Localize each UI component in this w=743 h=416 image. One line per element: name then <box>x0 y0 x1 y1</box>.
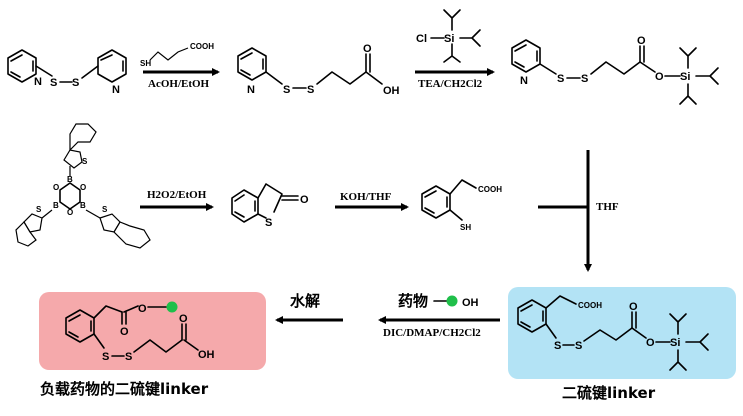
atom-n: N <box>247 84 255 96</box>
dipyridyl-disulfide-structure: N S S N <box>7 49 127 96</box>
drug-loaded-linker-structure: O O S S O OH <box>65 301 215 363</box>
atom-o: O <box>655 71 664 83</box>
pyridyl-disulfide-propanoic-acid-structure: N S S O OH <box>237 43 400 97</box>
atom-s: S <box>581 73 588 85</box>
reagent-cl: Cl <box>416 33 427 45</box>
atom-o: O <box>646 337 655 349</box>
reagent-sh: SH <box>140 59 151 68</box>
loaded-linker-caption: 负载药物的二硫键linker <box>40 380 209 398</box>
atom-o: O <box>629 301 638 313</box>
atom-o: O <box>67 208 73 217</box>
atom-b: B <box>67 175 73 184</box>
atom-sh: SH <box>460 223 471 232</box>
atom-o: O <box>300 194 309 206</box>
atom-oh: OH <box>198 349 215 361</box>
atom-b: B <box>80 201 86 210</box>
reaction-arrow-2: Cl Si TEA/CH2Cl2 <box>415 9 495 90</box>
atom-o: O <box>363 43 372 55</box>
condition-acoh-etoh: AcOH/EtOH <box>148 78 210 90</box>
atom-o: O <box>138 303 147 315</box>
reagent-drug-label: 药物 <box>398 292 428 310</box>
atom-s: S <box>36 205 42 214</box>
atom-s: S <box>265 217 272 229</box>
atom-n: N <box>520 75 528 87</box>
reagent-oh: OH <box>462 297 479 309</box>
atom-s: S <box>50 77 57 89</box>
drug-dot-icon <box>166 301 178 313</box>
atom-si: Si <box>680 71 690 83</box>
atom-s: S <box>102 351 109 363</box>
atom-s: S <box>307 84 314 96</box>
atom-s: S <box>557 73 564 85</box>
mercaptophenylacetic-acid-structure: COOH SH <box>421 179 502 232</box>
atom-o: O <box>80 183 86 192</box>
condition-koh-thf: KOH/THF <box>340 191 392 203</box>
loaded-linker-highlight-box <box>39 292 266 370</box>
reagent-si: Si <box>444 33 454 45</box>
reaction-arrow-4: KOH/THF <box>335 191 409 211</box>
atom-o: O <box>53 183 59 192</box>
atom-cooh: COOH <box>478 185 502 194</box>
atom-b: B <box>53 201 59 210</box>
reaction-arrow-1: SH COOH AcOH/EtOH <box>140 42 220 90</box>
atom-s: S <box>283 84 290 96</box>
atom-o: O <box>637 35 646 47</box>
atom-s: S <box>72 77 79 89</box>
benzothienyl-boroxine-structure: B O B O B O S S S <box>15 123 151 249</box>
atom-s: S <box>82 157 88 166</box>
atom-s: S <box>554 340 561 352</box>
atom-s: S <box>575 340 582 352</box>
condition-thf: THF <box>596 201 619 213</box>
atom-s: S <box>125 351 132 363</box>
reaction-arrow-3: H2O2/EtOH <box>140 189 214 211</box>
hydrolysis-label: 水解 <box>290 292 320 310</box>
linker-highlight-box <box>508 287 736 379</box>
disulfide-linker-structure: COOH S S O O Si <box>517 295 709 371</box>
atom-cooh: COOH <box>578 301 602 310</box>
atom-o: O <box>179 313 188 325</box>
atom-o: O <box>120 326 129 338</box>
reaction-arrow-6: 药物 OH DIC/DMAP/CH2Cl2 <box>378 292 500 339</box>
atom-si: Si <box>670 337 680 349</box>
atom-oh: OH <box>383 85 400 97</box>
reaction-arrow-7: 水解 <box>275 292 343 324</box>
drug-dot-icon <box>446 295 458 307</box>
condition-tea-ch2cl2: TEA/CH2Cl2 <box>418 78 483 90</box>
tips-ester-structure: N S S O O Si <box>511 35 719 105</box>
atom-n: N <box>34 76 42 88</box>
condition-dic-dmap: DIC/DMAP/CH2Cl2 <box>383 327 481 339</box>
reagent-cooh: COOH <box>190 42 214 51</box>
linker-caption: 二硫键linker <box>562 384 656 402</box>
reaction-arrow-5-thf: THF <box>538 150 619 272</box>
condition-h2o2-etoh: H2O2/EtOH <box>147 189 207 201</box>
atom-s: S <box>102 205 108 214</box>
benzothiophenone-structure: S O <box>231 183 309 229</box>
atom-n: N <box>112 84 120 96</box>
